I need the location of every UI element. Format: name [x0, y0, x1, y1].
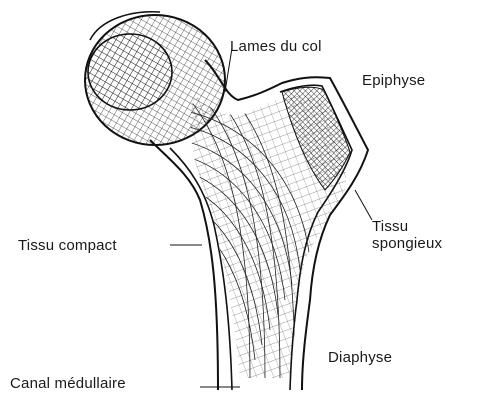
label-lames-du-col: Lames du col — [230, 38, 322, 55]
label-tissu: Tissu — [372, 218, 408, 235]
label-canal-medullaire: Canal médullaire — [10, 375, 126, 392]
label-spongieux: spongieux — [372, 235, 442, 252]
label-epiphyse: Epiphyse — [362, 72, 425, 89]
label-tissu-compact: Tissu compact — [18, 237, 117, 254]
leader-tissu-spongieux — [355, 190, 372, 220]
label-diaphyse: Diaphyse — [328, 349, 392, 366]
trabecular-bone — [180, 87, 350, 380]
